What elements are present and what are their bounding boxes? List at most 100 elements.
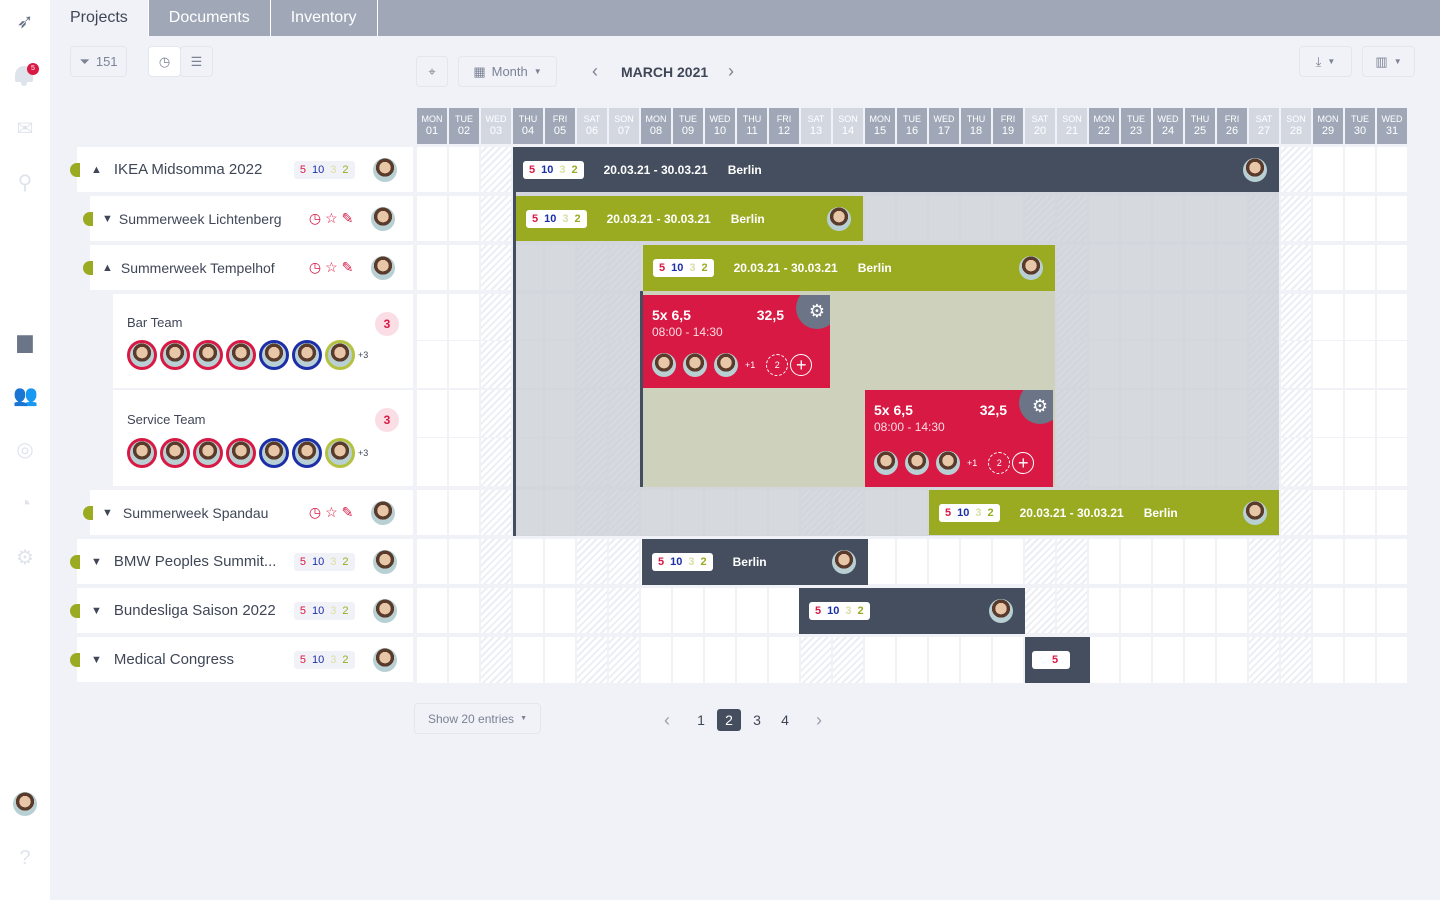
- day-cell[interactable]: [545, 539, 575, 584]
- day-cell[interactable]: [929, 539, 959, 584]
- day-cell[interactable]: [1377, 438, 1407, 486]
- day-cell[interactable]: [1025, 588, 1055, 633]
- day-cell[interactable]: [481, 438, 511, 486]
- project-bar-medical[interactable]: 5: [1025, 637, 1090, 683]
- clock-icon[interactable]: ◷: [308, 210, 322, 226]
- day-cell[interactable]: [1249, 539, 1279, 584]
- day-cell[interactable]: [417, 341, 447, 388]
- expand-icon[interactable]: ▼: [91, 555, 102, 568]
- briefcase-icon[interactable]: ▆: [17, 331, 33, 353]
- page-1[interactable]: 1: [697, 712, 705, 728]
- expand-icon[interactable]: ▼: [91, 604, 102, 617]
- list-view-button[interactable]: ☰: [180, 46, 213, 77]
- project-row[interactable]: ▼Summerweek Spandau ◷☆✎: [90, 490, 413, 535]
- edit-icon[interactable]: ✎: [341, 504, 354, 520]
- day-cell[interactable]: [1153, 588, 1183, 633]
- day-cell[interactable]: [1377, 588, 1407, 633]
- day-cell[interactable]: [897, 637, 927, 683]
- day-cell[interactable]: [737, 588, 767, 633]
- day-cell[interactable]: [1313, 539, 1343, 584]
- day-cell[interactable]: [449, 390, 479, 437]
- star-icon[interactable]: ☆: [325, 259, 338, 275]
- day-cell[interactable]: [641, 637, 671, 683]
- day-cell[interactable]: [481, 539, 511, 584]
- day-cell[interactable]: [1217, 588, 1247, 633]
- day-cell[interactable]: [961, 539, 991, 584]
- member-avatar[interactable]: [160, 340, 190, 370]
- day-cell[interactable]: [417, 196, 447, 241]
- day-cell[interactable]: [1281, 294, 1311, 340]
- day-cell[interactable]: [1345, 539, 1375, 584]
- day-cell[interactable]: [417, 390, 447, 437]
- day-cell[interactable]: [1281, 438, 1311, 486]
- day-cell[interactable]: [609, 637, 639, 683]
- member-avatar[interactable]: [193, 340, 223, 370]
- day-cell[interactable]: [1345, 294, 1375, 340]
- day-cell[interactable]: [801, 637, 831, 683]
- tab-inventory[interactable]: Inventory: [271, 0, 378, 36]
- locate-today-button[interactable]: ⌖: [416, 56, 448, 87]
- day-cell[interactable]: [1377, 539, 1407, 584]
- day-cell[interactable]: [1185, 539, 1215, 584]
- day-cell[interactable]: [1185, 588, 1215, 633]
- day-cell[interactable]: [1217, 637, 1247, 683]
- day-cell[interactable]: [417, 637, 447, 683]
- star-icon[interactable]: ☆: [325, 210, 338, 226]
- day-cell[interactable]: [577, 539, 607, 584]
- day-cell[interactable]: [1313, 294, 1343, 340]
- add-staff-icon[interactable]: +: [790, 354, 813, 376]
- day-cell[interactable]: [481, 390, 511, 437]
- day-cell[interactable]: [1313, 390, 1343, 437]
- day-cell[interactable]: [481, 341, 511, 388]
- more-members[interactable]: +3: [358, 350, 369, 360]
- day-cell[interactable]: [417, 539, 447, 584]
- day-cell[interactable]: [1377, 490, 1407, 535]
- gear-icon[interactable]: ⚙: [1019, 390, 1053, 424]
- day-cell[interactable]: [1345, 196, 1375, 241]
- day-cell[interactable]: [1345, 341, 1375, 388]
- export-button[interactable]: ⤓▼: [1299, 46, 1352, 77]
- more-staff[interactable]: +1: [967, 458, 978, 468]
- member-avatar[interactable]: [127, 438, 157, 468]
- prev-page-button[interactable]: ‹: [664, 710, 670, 730]
- prev-month-button[interactable]: ‹: [592, 61, 598, 81]
- day-cell[interactable]: [1313, 341, 1343, 388]
- columns-button[interactable]: ▥▼: [1362, 46, 1415, 77]
- day-cell[interactable]: [1153, 637, 1183, 683]
- entries-select[interactable]: Show 20 entries▼: [414, 703, 541, 734]
- expand-icon[interactable]: ▼: [91, 653, 102, 666]
- day-cell[interactable]: [1313, 588, 1343, 633]
- day-cell[interactable]: [1281, 245, 1311, 290]
- day-cell[interactable]: [929, 637, 959, 683]
- day-cell[interactable]: [993, 637, 1023, 683]
- day-cell[interactable]: [705, 588, 735, 633]
- more-members[interactable]: +3: [358, 448, 369, 458]
- day-cell[interactable]: [1345, 438, 1375, 486]
- next-month-button[interactable]: ›: [728, 61, 734, 81]
- day-cell[interactable]: [1377, 147, 1407, 192]
- member-avatar[interactable]: [292, 438, 322, 468]
- day-cell[interactable]: [1249, 588, 1279, 633]
- timeline-view-button[interactable]: ◷: [148, 46, 181, 77]
- add-staff-icon[interactable]: +: [1012, 452, 1035, 474]
- day-cell[interactable]: [1025, 539, 1055, 584]
- edit-icon[interactable]: ✎: [341, 210, 354, 226]
- member-avatar[interactable]: [292, 340, 322, 370]
- day-cell[interactable]: [673, 588, 703, 633]
- day-cell[interactable]: [481, 637, 511, 683]
- member-avatar[interactable]: [259, 340, 289, 370]
- search-icon[interactable]: ⚲: [17, 172, 33, 194]
- collapse-icon[interactable]: ▲: [102, 261, 113, 274]
- day-cell[interactable]: [1313, 245, 1343, 290]
- clock-icon[interactable]: ◷: [308, 504, 322, 520]
- day-cell[interactable]: [1281, 341, 1311, 388]
- day-cell[interactable]: [961, 637, 991, 683]
- day-cell[interactable]: [993, 539, 1023, 584]
- day-cell[interactable]: [1345, 637, 1375, 683]
